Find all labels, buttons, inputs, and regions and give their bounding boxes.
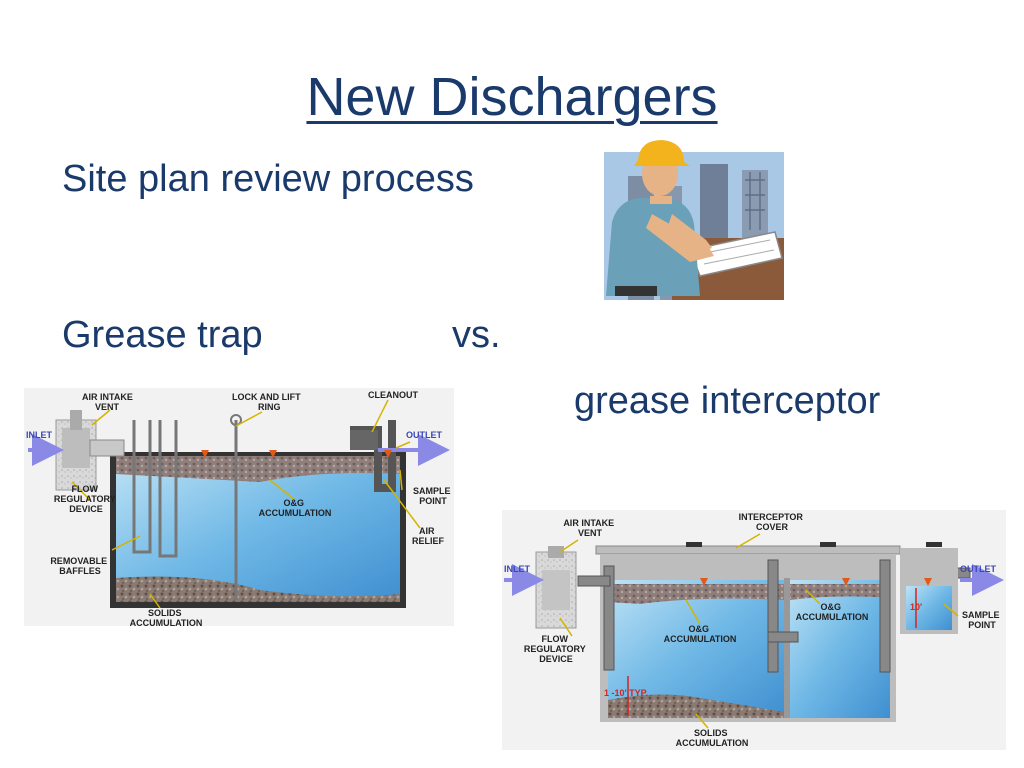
vs-text: vs. <box>452 314 501 356</box>
trap-inlet-label: INLET <box>26 430 53 440</box>
trap-outlet-label: OUTLET <box>406 430 442 440</box>
grease-interceptor-diagram: AIR INTAKE VENT INTERCEPTOR COVER INLET … <box>502 510 1006 750</box>
int-cover-label: INTERCEPTOR COVER <box>739 512 806 532</box>
trap-air-relief-label: AIR RELIEF <box>412 526 445 546</box>
int-air-intake-label: AIR INTAKE VENT <box>563 518 616 538</box>
int-typ-label: 1 -10' TYP. <box>604 688 648 698</box>
int-ten-label: 10' <box>910 602 922 612</box>
grease-trap-diagram: AIR INTAKE VENT LOCK AND LIFT RING CLEAN… <box>24 388 454 628</box>
grease-interceptor-text: grease interceptor <box>574 380 881 422</box>
trap-flow-reg-label: FLOW REGULATORY DEVICE <box>54 484 118 514</box>
trap-lock-lift-label: LOCK AND LIFT RING <box>232 392 303 412</box>
int-inlet-label: INLET <box>504 564 531 574</box>
trap-og-label: O&G ACCUMULATION <box>259 498 332 518</box>
engineer-clipart-icon <box>604 140 784 300</box>
site-plan-text: Site plan review process <box>62 158 474 200</box>
trap-baffles-label: REMOVABLE BAFFLES <box>50 556 109 576</box>
int-og2-label: O&G ACCUMULATION <box>796 602 869 622</box>
grease-trap-text: Grease trap <box>62 314 263 356</box>
trap-air-intake-label: AIR INTAKE VENT <box>82 392 135 412</box>
int-sample-label: SAMPLE POINT <box>962 610 1002 630</box>
slide-title: New Dischargers <box>306 67 718 127</box>
trap-solids-label: SOLIDS ACCUMULATION <box>130 608 203 628</box>
int-og1-label: O&G ACCUMULATION <box>664 624 737 644</box>
int-outlet-label: OUTLET <box>960 564 996 574</box>
trap-sample-label: SAMPLE POINT <box>413 486 453 506</box>
int-solids-label: SOLIDS ACCUMULATION <box>676 728 749 748</box>
trap-cleanout-label: CLEANOUT <box>368 390 418 400</box>
int-flow-reg-label: FLOW REGULATORY DEVICE <box>524 634 588 664</box>
